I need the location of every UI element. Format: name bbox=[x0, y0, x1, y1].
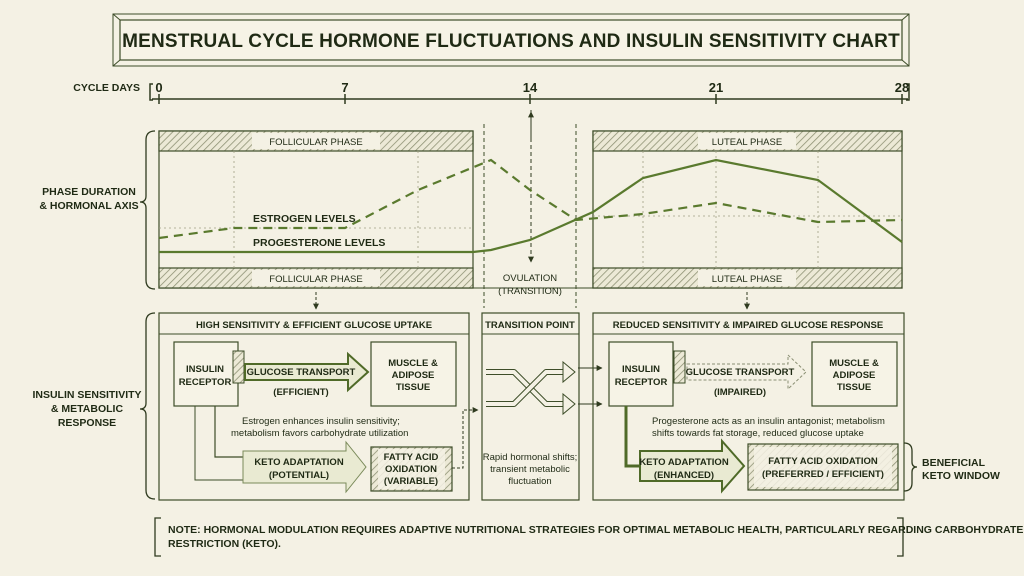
glucose-transport-arrow bbox=[244, 351, 370, 393]
row-label-phase: PHASE DURATION & HORMONAL AXIS bbox=[39, 130, 156, 290]
svg-text:(EFFICIENT): (EFFICIENT) bbox=[273, 387, 328, 398]
title-banner: MENSTRUAL CYCLE HORMONE FLUCTUATIONS AND… bbox=[112, 13, 910, 67]
follicular-phase-box bbox=[158, 130, 474, 289]
luteal-phase-top-label: LUTEAL PHASE bbox=[712, 137, 782, 148]
svg-text:ADIPOSE: ADIPOSE bbox=[392, 370, 435, 381]
svg-text:GLUCOSE TRANSPORT: GLUCOSE TRANSPORT bbox=[247, 367, 356, 378]
svg-text:KETO ADAPTATION: KETO ADAPTATION bbox=[254, 457, 344, 468]
svg-text:ADIPOSE: ADIPOSE bbox=[833, 370, 876, 381]
svg-text:INSULIN SENSITIVITY: INSULIN SENSITIVITY bbox=[32, 389, 141, 401]
svg-text:fluctuation: fluctuation bbox=[508, 476, 551, 487]
svg-text:OXIDATION: OXIDATION bbox=[385, 464, 437, 475]
svg-text:& METABOLIC: & METABOLIC bbox=[51, 403, 124, 415]
svg-text:PHASE DURATION: PHASE DURATION bbox=[42, 186, 136, 198]
luteal-phase-box bbox=[592, 130, 903, 289]
right-desc-line1: Progesterone acts as an insulin antagoni… bbox=[652, 416, 885, 427]
note-box: NOTE: HORMONAL MODULATION REQUIRES ADAPT… bbox=[154, 517, 1023, 557]
keto-window-label: BENEFICIAL bbox=[922, 457, 986, 469]
progesterone-label: PROGESTERONE LEVELS bbox=[253, 237, 385, 249]
left-desc-line2: metabolism favors carbohydrate utilizati… bbox=[231, 428, 408, 439]
left-panel: HIGH SENSITIVITY & EFFICIENT GLUCOSE UPT… bbox=[158, 312, 479, 501]
svg-text:INSULIN: INSULIN bbox=[186, 364, 224, 375]
luteal-phase-bottom-label: LUTEAL PHASE bbox=[712, 274, 782, 285]
svg-text:TISSUE: TISSUE bbox=[396, 382, 430, 393]
hormone-chart: FOLLICULAR PHASE FOLLICULAR PHASE LUTEAL… bbox=[158, 110, 903, 310]
svg-text:MUSCLE &: MUSCLE & bbox=[829, 358, 879, 369]
svg-text:transient metabolic: transient metabolic bbox=[490, 464, 570, 475]
svg-text:GLUCOSE TRANSPORT: GLUCOSE TRANSPORT bbox=[686, 367, 795, 378]
svg-text:(POTENTIAL): (POTENTIAL) bbox=[269, 470, 329, 481]
cycle-days-axis: CYCLE DAYS 0 7 14 21 28 bbox=[73, 80, 910, 104]
ovulation-sub-label: (TRANSITION) bbox=[498, 286, 562, 297]
svg-text:FATTY ACID OXIDATION: FATTY ACID OXIDATION bbox=[768, 456, 878, 467]
left-desc-line1: Estrogen enhances insulin sensitivity; bbox=[242, 416, 400, 427]
svg-text:(IMPAIRED): (IMPAIRED) bbox=[714, 387, 766, 398]
tick-label-21: 21 bbox=[709, 80, 723, 95]
svg-text:TISSUE: TISSUE bbox=[837, 382, 871, 393]
svg-text:INSULIN: INSULIN bbox=[622, 364, 660, 375]
muscle-tissue-box bbox=[370, 341, 457, 407]
follicular-phase-top-label: FOLLICULAR PHASE bbox=[269, 137, 362, 148]
note-line1: NOTE: HORMONAL MODULATION REQUIRES ADAPT… bbox=[168, 524, 1023, 536]
svg-text:KETO ADAPTATION: KETO ADAPTATION bbox=[639, 457, 729, 468]
insulin-receptor-box bbox=[173, 341, 239, 407]
tick-label-7: 7 bbox=[341, 80, 348, 95]
row-label-insulin: INSULIN SENSITIVITY & METABOLIC RESPONSE bbox=[32, 312, 156, 500]
estrogen-label: ESTROGEN LEVELS bbox=[253, 213, 356, 225]
right-panel: REDUCED SENSITIVITY & IMPAIRED GLUCOSE R… bbox=[592, 312, 1000, 501]
tick-label-14: 14 bbox=[523, 80, 538, 95]
keto-adaptation-arrow bbox=[242, 440, 367, 494]
left-panel-header: HIGH SENSITIVITY & EFFICIENT GLUCOSE UPT… bbox=[196, 320, 432, 331]
middle-panel-header: TRANSITION POINT bbox=[485, 320, 575, 331]
insulin-receptor-box-right bbox=[608, 341, 674, 407]
page-title: MENSTRUAL CYCLE HORMONE FLUCTUATIONS AND… bbox=[122, 31, 900, 52]
right-panel-header: REDUCED SENSITIVITY & IMPAIRED GLUCOSE R… bbox=[613, 320, 883, 331]
svg-text:RECEPTOR: RECEPTOR bbox=[179, 377, 232, 388]
svg-text:(VARIABLE): (VARIABLE) bbox=[384, 476, 438, 487]
tick-label-28: 28 bbox=[895, 80, 909, 95]
right-desc-line2: shifts towards fat storage, reduced gluc… bbox=[652, 428, 864, 439]
impaired-transport-arrow bbox=[686, 353, 807, 391]
note-line2: RESTRICTION (KETO). bbox=[168, 538, 281, 550]
muscle-tissue-box-right bbox=[811, 341, 898, 407]
svg-text:RECEPTOR: RECEPTOR bbox=[615, 377, 668, 388]
svg-text:RESPONSE: RESPONSE bbox=[58, 417, 116, 429]
follicular-phase-bottom-label: FOLLICULAR PHASE bbox=[269, 274, 362, 285]
svg-text:FATTY ACID: FATTY ACID bbox=[384, 452, 439, 463]
middle-panel: TRANSITION POINT Rapid hormonal shifts; … bbox=[481, 312, 603, 501]
svg-text:Rapid hormonal shifts;: Rapid hormonal shifts; bbox=[483, 452, 578, 463]
svg-text:MUSCLE &: MUSCLE & bbox=[388, 358, 438, 369]
progesterone-curve bbox=[159, 158, 903, 254]
ovulation-label: OVULATION bbox=[503, 273, 557, 284]
estrogen-curve bbox=[158, 158, 903, 240]
svg-text:(ENHANCED): (ENHANCED) bbox=[654, 470, 714, 481]
tick-label-0: 0 bbox=[155, 80, 162, 95]
keto-window-sub-label: KETO WINDOW bbox=[922, 470, 1000, 482]
svg-text:& HORMONAL AXIS: & HORMONAL AXIS bbox=[39, 200, 138, 212]
axis-label: CYCLE DAYS bbox=[73, 82, 140, 94]
svg-text:(PREFERRED / EFFICIENT): (PREFERRED / EFFICIENT) bbox=[762, 469, 884, 480]
keto-adaptation-enhanced-arrow bbox=[639, 438, 746, 494]
